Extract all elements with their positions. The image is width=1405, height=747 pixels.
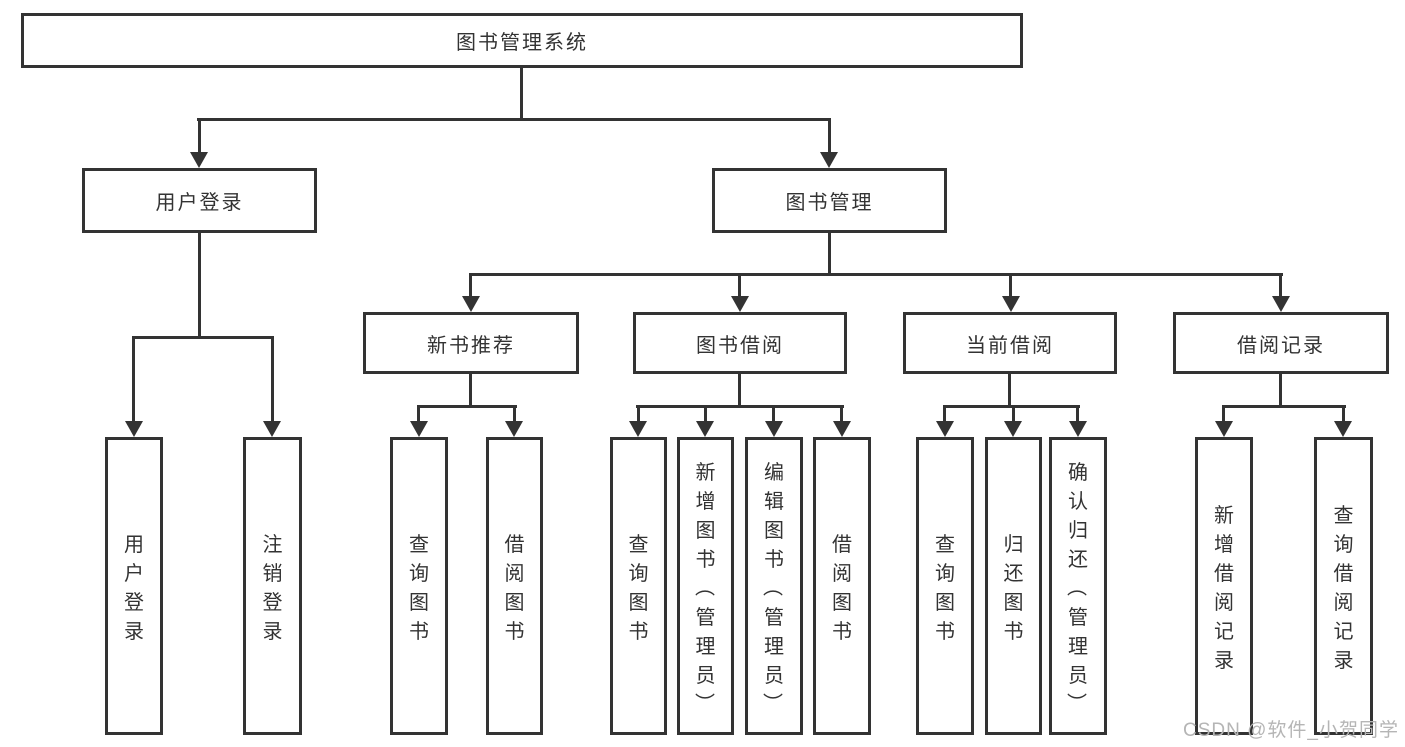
node-label: 当前借阅 [966, 334, 1054, 357]
node-label: 编辑图书（管理员） [760, 461, 785, 713]
connector-line [828, 118, 831, 156]
node-user-login-leaf: 用户登录 [105, 437, 163, 735]
connector-line [132, 336, 135, 425]
node-label: 借阅图书 [504, 534, 525, 643]
node-label: 注销登录 [262, 534, 283, 643]
connector-arrow [936, 421, 954, 437]
connector-line [637, 405, 640, 425]
node-borrow-records: 借阅记录 [1173, 312, 1389, 374]
connector-line [738, 374, 741, 407]
node-label: 图书借阅 [696, 334, 784, 357]
node-label: 图书管理 [785, 192, 874, 214]
connector-line [469, 374, 472, 407]
connector-line [271, 336, 274, 425]
connector-arrow [1215, 421, 1233, 437]
node-current-borrow: 当前借阅 [903, 312, 1117, 374]
node-add-book-admin: 新增图书（管理员） [677, 437, 734, 735]
node-query-borrow-record: 查询借阅记录 [1314, 437, 1373, 735]
node-query-books-2: 查询图书 [610, 437, 667, 735]
connector-arrow [1272, 296, 1290, 312]
connector-line [828, 233, 831, 276]
connector-line [1009, 273, 1012, 300]
connector-line [636, 405, 844, 408]
node-query-books-3: 查询图书 [916, 437, 974, 735]
node-library-system: 图书管理系统 [21, 13, 1023, 68]
connector-line [1279, 273, 1282, 300]
node-user-login: 用户登录 [82, 168, 317, 233]
connector-arrow [1004, 421, 1022, 437]
node-borrow-books-1: 借阅图书 [486, 437, 543, 735]
connector-arrow [1069, 421, 1087, 437]
connector-arrow [765, 421, 783, 437]
connector-arrow [820, 152, 838, 168]
node-logout: 注销登录 [243, 437, 302, 735]
connector-line [1076, 405, 1079, 425]
connector-line [417, 405, 517, 408]
connector-line [943, 405, 1080, 408]
node-label: 借阅图书 [832, 534, 852, 643]
connector-line [1279, 374, 1282, 407]
node-label: 确认归还（管理员） [1064, 461, 1089, 713]
connector-line [840, 405, 843, 425]
node-new-book-recommend: 新书推荐 [363, 312, 579, 374]
node-borrow-books-2: 借阅图书 [813, 437, 871, 735]
node-label: 用户登录 [155, 192, 244, 214]
connector-line [469, 273, 472, 300]
connector-line [520, 68, 523, 118]
node-label: 查询借阅记录 [1333, 505, 1354, 672]
connector-arrow [410, 421, 428, 437]
connector-line [197, 118, 831, 121]
connector-line [198, 233, 201, 336]
connector-line [513, 405, 516, 425]
node-label: 新书推荐 [427, 334, 515, 357]
node-label: 查询图书 [935, 534, 955, 643]
node-edit-book-admin: 编辑图书（管理员） [745, 437, 803, 735]
connector-line [469, 273, 1283, 276]
connector-arrow [1334, 421, 1352, 437]
connector-line [943, 405, 946, 425]
node-return-book: 归还图书 [985, 437, 1042, 735]
connector-arrow [125, 421, 143, 437]
node-label: 图书管理系统 [456, 32, 588, 54]
connector-arrow [505, 421, 523, 437]
node-book-management: 图书管理 [712, 168, 947, 233]
node-label: 查询图书 [628, 534, 649, 643]
connector-line [1012, 405, 1015, 425]
node-label: 新增图书（管理员） [692, 461, 716, 713]
connector-line [772, 405, 775, 425]
node-label: 查询图书 [409, 534, 429, 643]
connector-line [132, 336, 274, 339]
connector-arrow [629, 421, 647, 437]
node-query-books-1: 查询图书 [390, 437, 448, 735]
connector-line [1342, 405, 1345, 425]
connector-line [738, 273, 741, 300]
connector-line [1222, 405, 1225, 425]
node-book-borrow: 图书借阅 [633, 312, 847, 374]
connector-line [704, 405, 707, 425]
connector-line [198, 118, 201, 156]
node-label: 用户登录 [124, 534, 144, 643]
node-label: 借阅记录 [1237, 334, 1325, 357]
watermark: CSDN @软件_小贺同学 [1183, 720, 1399, 741]
node-label: 归还图书 [1003, 534, 1024, 643]
connector-arrow [462, 296, 480, 312]
node-add-borrow-record: 新增借阅记录 [1195, 437, 1253, 735]
connector-arrow [833, 421, 851, 437]
connector-line [1222, 405, 1346, 408]
connector-line [417, 405, 420, 425]
connector-arrow [1002, 296, 1020, 312]
connector-arrow [696, 421, 714, 437]
connector-arrow [731, 296, 749, 312]
connector-arrow [263, 421, 281, 437]
node-confirm-return-admin: 确认归还（管理员） [1049, 437, 1107, 735]
node-label: 新增借阅记录 [1214, 505, 1234, 672]
connector-arrow [190, 152, 208, 168]
connector-line [1008, 374, 1011, 407]
